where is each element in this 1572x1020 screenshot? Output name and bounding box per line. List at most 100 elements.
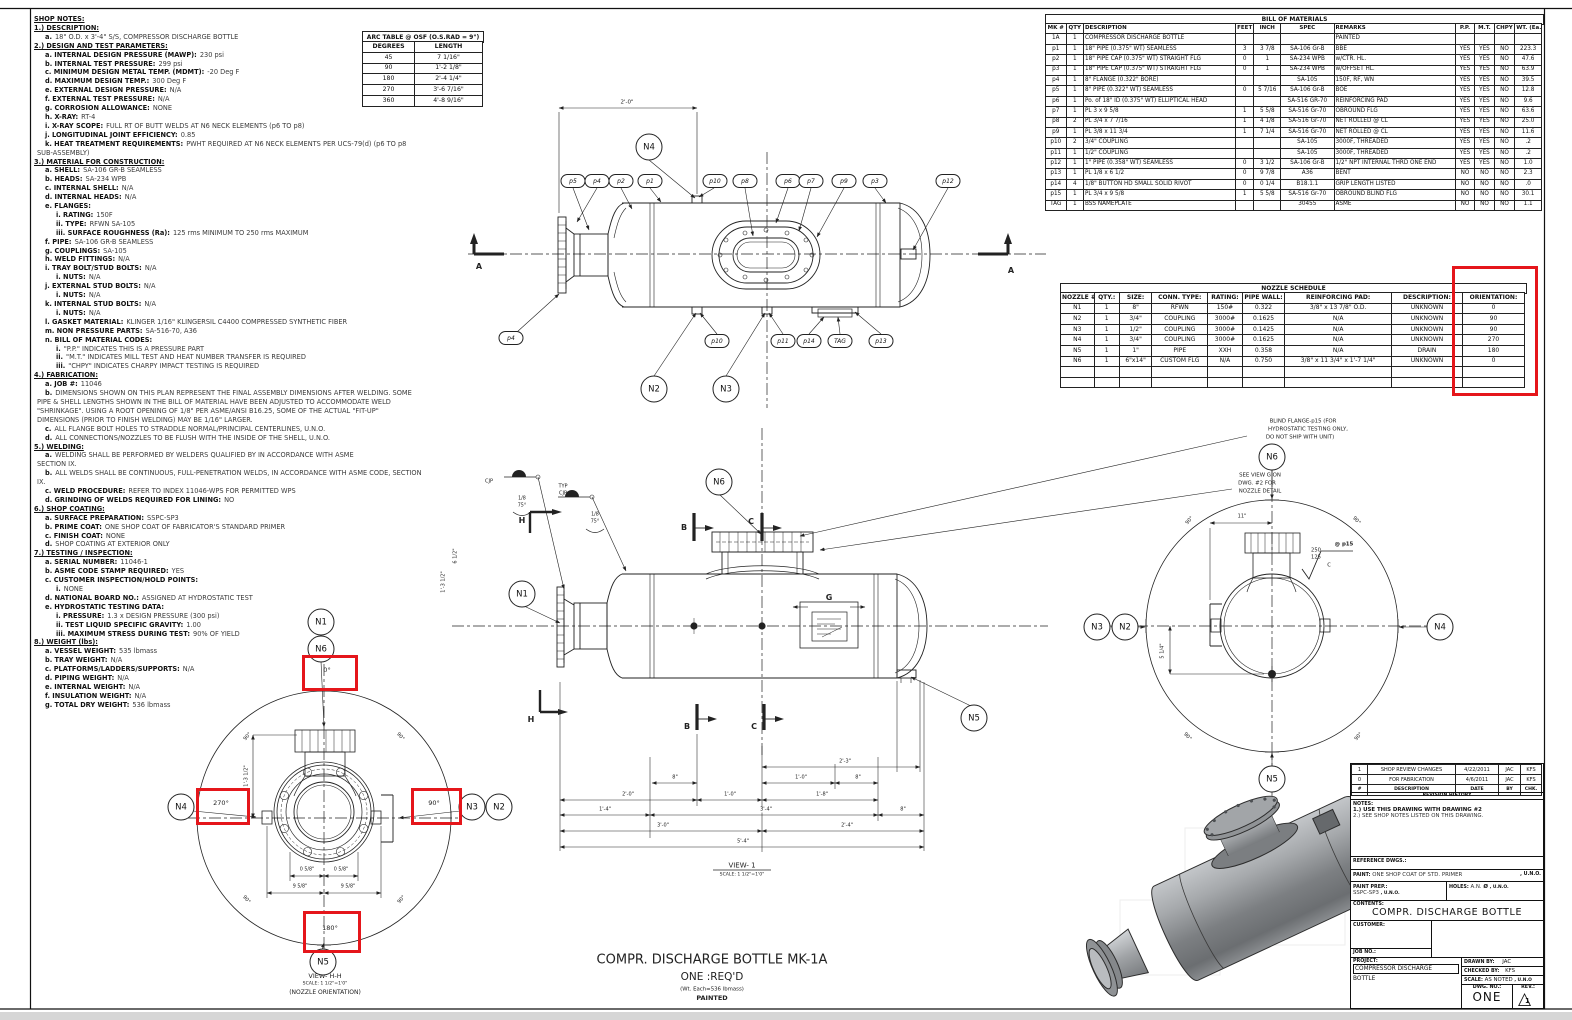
- drawing-label: C: [748, 517, 754, 526]
- table-cell: PL 3/4 x 9 5/8: [1082, 189, 1236, 201]
- table-cell: 1: [1065, 33, 1084, 45]
- drawing-label: 6 1/2": [452, 546, 459, 566]
- holes-label: HOLES:: [1449, 885, 1469, 890]
- shop-note-line: l. GASKET MATERIAL:KLINGER 1/16" KLINGER…: [45, 317, 348, 326]
- checked-by-label: CHECKED BY:: [1464, 969, 1500, 974]
- shop-note-line: k. INTERNAL STUD BOLTS:N/A: [45, 300, 157, 308]
- drawing-label: TYP: [558, 483, 568, 490]
- job-label: JOB NO.:: [1353, 950, 1376, 955]
- rev-value: 1: [1525, 997, 1530, 1005]
- table-cell: [1253, 199, 1282, 212]
- table-cell: w/CTR. HL.: [1333, 54, 1456, 66]
- table-cell: [1284, 366, 1392, 378]
- table-cell: NO: [1454, 168, 1476, 180]
- paint-uno: , U.N.O.: [1520, 872, 1541, 877]
- shop-note-line: PIPE & SHELL LENGTHS SHOWN IN THE BILL O…: [37, 397, 391, 406]
- table-cell: [1390, 366, 1464, 378]
- table-cell: SA-516 GR-70: [1280, 95, 1335, 108]
- table-cell: [1253, 137, 1282, 149]
- table-cell: YES: [1474, 126, 1495, 139]
- shop-note-line: d. PIPING WEIGHT:N/A: [45, 674, 129, 683]
- shop-note-line: a. JOB #:11046: [45, 380, 102, 389]
- table-cell: DRAIN: [1390, 344, 1464, 357]
- table-cell: NO: [1493, 137, 1516, 149]
- drawing-label: 11": [1236, 513, 1248, 520]
- customer-row: CUSTOMER:: [1351, 920, 1543, 957]
- shop-note-line: c. FINISH COAT:NONE: [45, 531, 126, 540]
- drawing-label: 270°: [213, 798, 229, 807]
- shop-note-line: c. WELD PROCEDURE:REFER TO INDEX 11046-W…: [45, 487, 296, 496]
- reference-dwgs-row: REFERENCE DWGS.:: [1351, 856, 1543, 869]
- shop-note-line: m. NON PRESSURE PARTS:SA-516-70, A36: [45, 326, 197, 335]
- table-cell: YES: [1454, 158, 1476, 170]
- table-cell: DESCRIPTION:: [1390, 292, 1464, 304]
- table-cell: 8" FLANGE (0.322" BORE): [1082, 74, 1236, 87]
- balloon-p2: p2: [608, 174, 634, 188]
- table-cell: SHOP REVIEW CHANGES: [1367, 763, 1456, 776]
- table-cell: [1253, 74, 1282, 87]
- table-cell: OBROUND FLG: [1333, 106, 1456, 118]
- shop-note-line: 3.) MATERIAL FOR CONSTRUCTION:: [34, 157, 165, 166]
- table-cell: 1/2": [1118, 323, 1153, 336]
- table-cell: PIPE: [1151, 344, 1209, 357]
- table-cell: JAC: [1498, 763, 1521, 776]
- table-cell: N3: [1060, 323, 1095, 336]
- shop-note-line: i. NUTS:N/A: [56, 273, 101, 282]
- table-cell: 5 7/16: [1253, 85, 1282, 97]
- revision-history-label: REVISION HISTORY: [1351, 792, 1543, 799]
- table-cell: 3'-6 7/16": [414, 84, 483, 96]
- table-cell: YES: [1474, 158, 1495, 170]
- table-cell: 180: [362, 73, 415, 86]
- table-cell: PL 3/4 x 7 7/16: [1082, 116, 1236, 128]
- table-cell: 7 1/4: [1253, 126, 1282, 139]
- shop-note-line: e. HYDROSTATIC TESTING DATA:: [45, 602, 164, 611]
- table-cell: 1: [1253, 64, 1282, 76]
- holes-value: A.N.: [1470, 884, 1482, 890]
- table-cell: 223.3: [1514, 43, 1542, 56]
- table-cell: [1493, 33, 1516, 45]
- table-cell: 1: [1093, 313, 1120, 325]
- balloon-N6: N6: [307, 635, 335, 663]
- table-cell: [1060, 366, 1095, 378]
- shop-note-line: i. NUTS:N/A: [56, 308, 101, 317]
- table-cell: N/A: [1284, 323, 1392, 336]
- dwg-no-label: DWG. NO.:: [1472, 985, 1502, 990]
- table-cell: YES: [1454, 54, 1476, 66]
- checked-by-value: KFS: [1505, 968, 1516, 974]
- table-cell: N6: [1060, 355, 1095, 368]
- shop-note-line: iii. SURFACE ROUGHNESS (Ra):125 rms MINI…: [56, 228, 309, 237]
- rev-label: REV.:: [1521, 985, 1535, 990]
- drawing-label: COMPR. DISCHARGE BOTTLE MK-1A: [596, 952, 828, 968]
- table-cell: p1: [1045, 43, 1067, 56]
- balloon-p10: p10: [702, 174, 728, 188]
- shop-note-line: n. BILL OF MATERIAL CODES:: [45, 335, 153, 344]
- table-cell: 1: [1065, 199, 1084, 212]
- table-cell: 1: [1065, 74, 1084, 87]
- shop-note-line: "SHRINKAGE". USING A ROOT OPENING OF 1/8…: [37, 406, 379, 415]
- drawing-label: H: [527, 715, 535, 724]
- table-cell: p8: [1045, 116, 1067, 128]
- table-cell: ORIENTATION:: [1462, 292, 1525, 304]
- shop-note-line: i. NUTS:N/A: [56, 291, 101, 300]
- table-cell: TAG: [1045, 199, 1067, 212]
- table-cell: NO: [1454, 178, 1476, 191]
- table-cell: NO: [1493, 189, 1516, 201]
- table-cell: PAINTED: [1333, 33, 1456, 45]
- table-cell: NO: [1474, 168, 1495, 180]
- title-note-2: 2.) SEE SHOP NOTES LISTED ON THIS DRAWIN…: [1353, 813, 1484, 819]
- drawing-label: CJP: [485, 478, 493, 485]
- balloon-p4: p4: [584, 174, 610, 188]
- balloon-p13: p13: [868, 334, 894, 348]
- paint-label: PAINT:: [1353, 873, 1371, 878]
- table-cell: SIZE:: [1118, 292, 1153, 304]
- table-cell: 3 1/2: [1253, 158, 1282, 170]
- table-cell: p13: [1045, 168, 1067, 180]
- table-cell: 1: [1065, 43, 1084, 56]
- table-cell: [1390, 376, 1464, 389]
- table-cell: w/OFFSET HL.: [1333, 64, 1456, 76]
- shop-note-line: f. PIPE:SA-106 GR-B SEAMLESS: [45, 237, 154, 246]
- table-cell: YES: [1474, 43, 1495, 56]
- view-front-elevation: [253, 428, 1248, 871]
- table-cell: 1A: [1045, 33, 1067, 45]
